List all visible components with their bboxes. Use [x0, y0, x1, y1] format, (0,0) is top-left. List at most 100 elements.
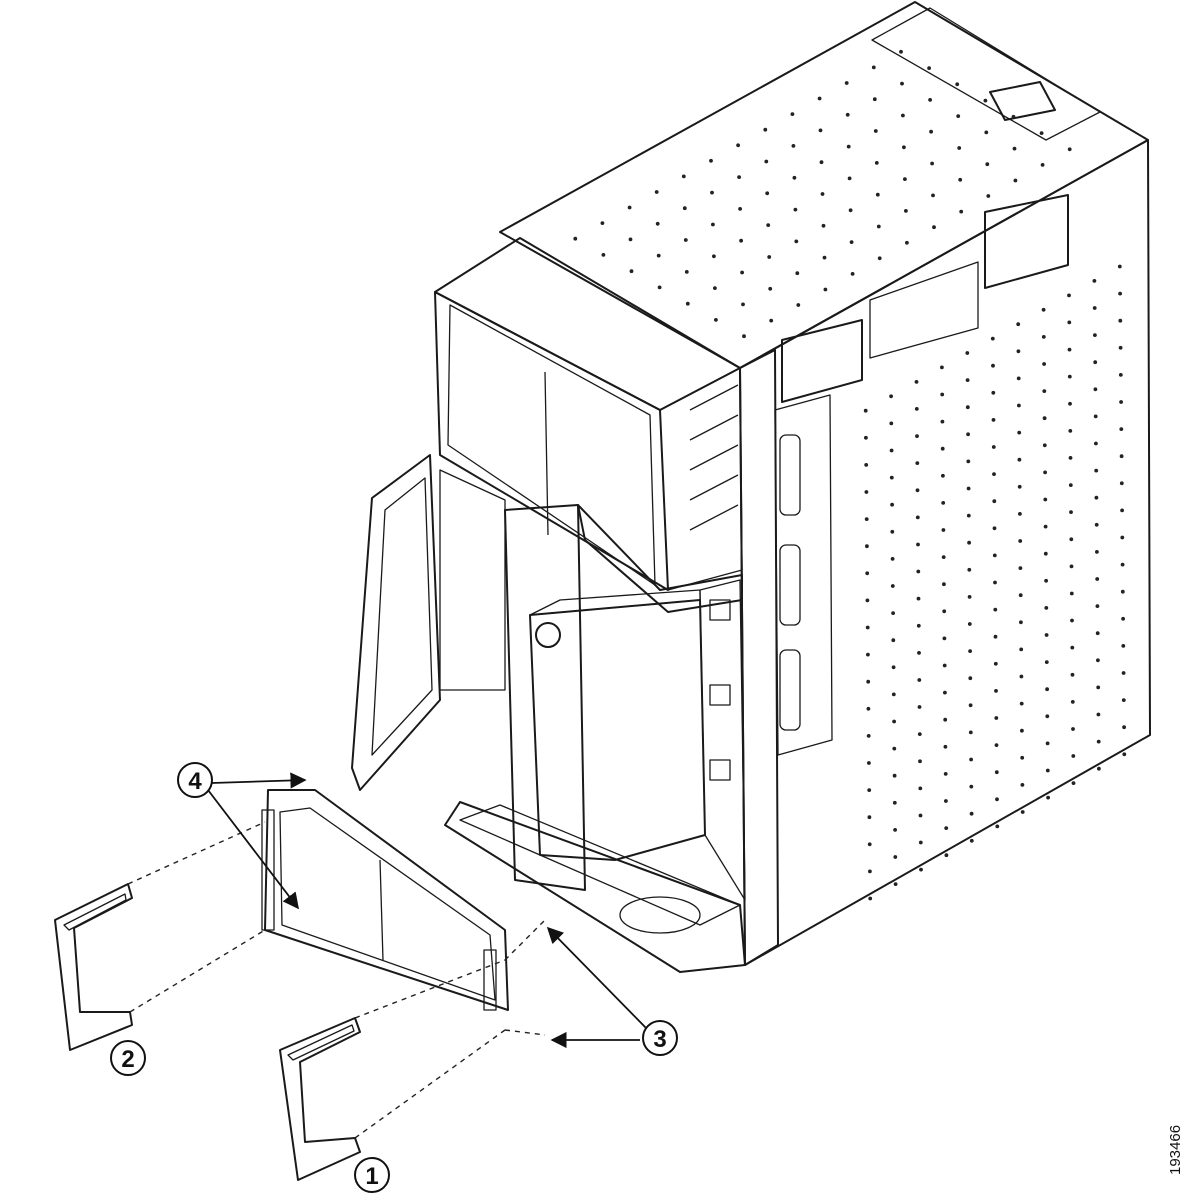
rivet-dot [966, 513, 971, 518]
rivet-dot [712, 254, 716, 259]
rivet-dot [1043, 524, 1048, 529]
rivet-dot [1095, 550, 1099, 554]
chassis-top-face [499, 1, 1149, 369]
rivet-dot [941, 473, 945, 478]
fan-tray-fins [689, 384, 739, 531]
rivet-dot [763, 127, 768, 132]
rivet-dot [959, 209, 964, 214]
rivet-dot [1017, 403, 1021, 408]
alignment-lines [127, 821, 546, 1139]
rivet-dot [889, 448, 894, 453]
rivet-dot [891, 638, 896, 643]
rivet-dot [1016, 322, 1021, 327]
left-door-inner [371, 477, 433, 756]
rivet-dot [893, 828, 897, 832]
rivet-dot [1093, 414, 1098, 419]
rivet-dot [940, 419, 945, 424]
rivet-dot [866, 706, 871, 711]
rivet-dot [892, 746, 897, 751]
rivet-dot [1069, 591, 1074, 596]
callout-1-label: 1 [365, 1163, 378, 1190]
rivet-dot [864, 435, 868, 440]
rivet-dot [891, 611, 895, 615]
rivet-dot [917, 732, 922, 736]
rivet-dot [877, 256, 882, 261]
rivet-dot [1020, 755, 1025, 760]
rivet-dot [993, 661, 998, 666]
rivet-dot [1018, 512, 1022, 516]
rivet-dot [1044, 606, 1049, 610]
rivet-dot [995, 797, 999, 802]
rivet-dot [1120, 589, 1125, 594]
rivet-dot [714, 318, 718, 322]
right-door-open [529, 579, 746, 901]
rivet-dot [891, 692, 896, 697]
rivet-dot [994, 716, 999, 720]
rivet-dot [737, 175, 741, 180]
rivet-dot [1042, 416, 1047, 421]
rivet-dot [1122, 725, 1126, 730]
rivet-dot [966, 432, 970, 437]
arrow-3a [546, 926, 649, 1031]
rivet-dot [769, 318, 774, 323]
handle-module-2 [984, 194, 1069, 289]
rivet-dot [991, 363, 995, 368]
rivet-dot [943, 717, 948, 722]
handle-module-3 [869, 261, 979, 359]
chassis-side-face [739, 139, 1151, 966]
rivet-dot [629, 269, 634, 274]
rivet-dot [915, 461, 920, 465]
rivet-dot [903, 177, 907, 182]
rivet-dot [1019, 701, 1024, 706]
rivet-dot [1045, 741, 1050, 746]
figure-id: 193466 [1167, 1125, 1184, 1175]
rivet-dot [796, 303, 801, 307]
rivet-dot [1121, 644, 1126, 648]
rivet-dot [1067, 374, 1072, 379]
rivet-dot [1094, 495, 1099, 500]
side-slot-3 [779, 649, 801, 731]
rivet-dot [1044, 578, 1048, 583]
rivet-dot [1020, 728, 1024, 733]
rivet-dot [992, 526, 997, 531]
rivet-dot [969, 784, 974, 789]
rivet-dot [875, 192, 880, 197]
rivet-dot [1042, 443, 1047, 448]
rivet-dot [1041, 335, 1046, 339]
rivet-dot [681, 174, 686, 179]
rivet-dot [1070, 618, 1074, 623]
rivet-dot [965, 378, 970, 382]
rivet-dot [967, 567, 972, 572]
rivet-dot [1070, 645, 1075, 650]
rivet-dot [867, 788, 872, 792]
bracket-left-shape [54, 883, 133, 1051]
rivet-dot [1018, 566, 1023, 570]
rivet-dot [817, 96, 822, 101]
rivet-dot [871, 65, 876, 70]
rivet-dot [1043, 551, 1048, 556]
rivet-dot [916, 569, 921, 574]
rivet-dot [1017, 457, 1022, 462]
rivet-dot [986, 194, 991, 198]
rivet-dot [1094, 468, 1099, 473]
front-cover-inner [279, 807, 496, 1001]
rivet-dot [849, 240, 854, 245]
rivet-dot [1121, 671, 1126, 675]
rivet-dot [1069, 537, 1074, 542]
rivet-dot [818, 128, 823, 133]
rivet-dot [917, 651, 921, 655]
rivet-dot [736, 143, 740, 148]
rivet-dot [1093, 387, 1098, 392]
callout-1: 1 [354, 1157, 390, 1193]
rivet-dot [1041, 307, 1046, 312]
rivet-dot [915, 434, 919, 438]
rivet-dot [1069, 510, 1073, 514]
top-connector [989, 81, 1056, 121]
rivet-dot [1043, 470, 1047, 475]
bracket-left [54, 883, 133, 1051]
rivet-dot [968, 676, 973, 681]
rivet-dot [1122, 752, 1127, 757]
rivet-dot [915, 515, 920, 520]
rivet-dot [573, 236, 578, 241]
